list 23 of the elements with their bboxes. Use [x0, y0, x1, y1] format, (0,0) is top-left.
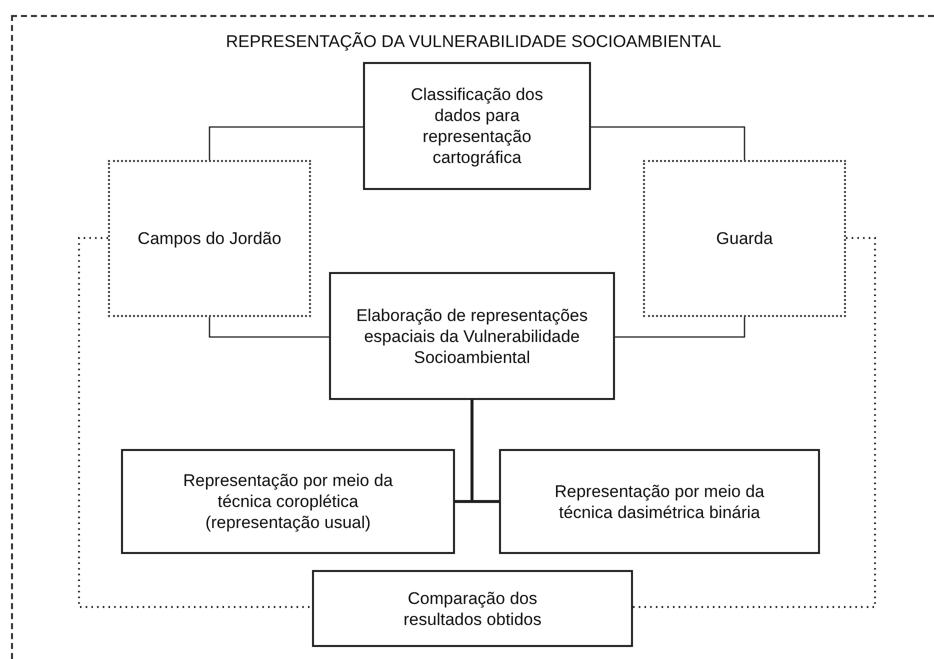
process-box	[312, 570, 633, 647]
dashed-frame	[11, 15, 934, 659]
connector-line	[208, 317, 329, 338]
node-text: Representação por meio da técnica coroplética (representação usual)	[182, 470, 394, 533]
connector-line	[470, 400, 499, 503]
process-box	[363, 62, 591, 190]
connector-line	[615, 317, 746, 338]
node-text: Representação por meio da técnica dasimétrica binária	[554, 480, 766, 522]
node-text: Campos do Jordão	[138, 228, 282, 249]
dotted-region-box	[108, 160, 311, 317]
connector-line	[78, 237, 312, 608]
connector-line	[633, 237, 876, 608]
process-box	[329, 272, 615, 400]
node-text: Guarda	[716, 228, 773, 249]
node-text: Classificação dos dados para representação cartográfica	[410, 84, 544, 168]
dotted-region-box	[643, 160, 846, 317]
process-box	[121, 449, 455, 554]
node-text: Elaboração de representações espaciais da Vulnerabilidade Socioambiental	[356, 304, 588, 368]
connector-line	[208, 126, 363, 160]
process-box	[499, 449, 820, 554]
node-text: Comparação dos resultados obtidos	[402, 588, 542, 630]
connector-line	[591, 126, 746, 160]
frame-heading: REPRESENTAÇÃO DA VULNERABILIDADE SOCIOAMBIENTAL	[224, 31, 722, 52]
